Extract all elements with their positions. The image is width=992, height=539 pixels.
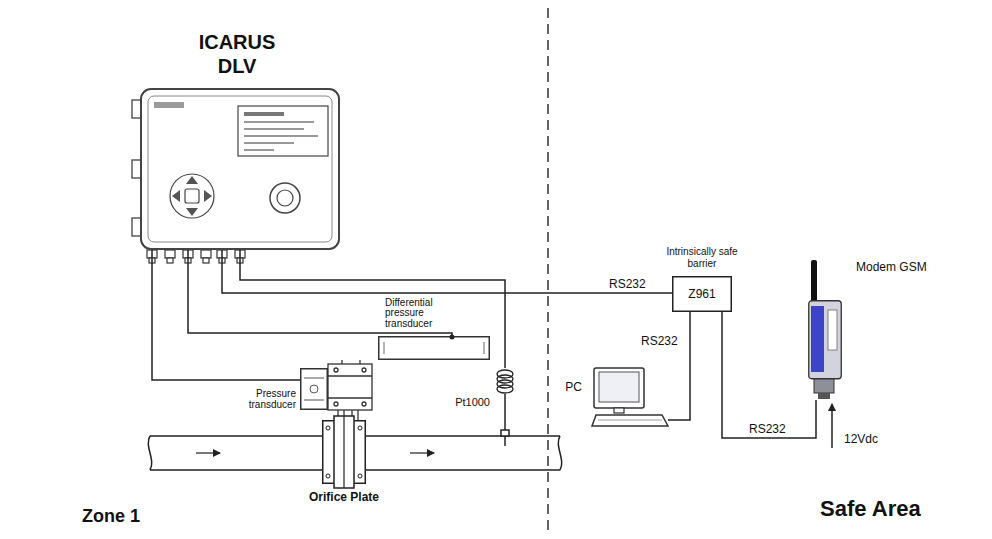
cable (668, 312, 690, 420)
part-label: Modem GSM (856, 260, 927, 274)
gsm-modem-outline (808, 300, 842, 400)
pc-terminal-outline (590, 366, 668, 428)
device-name: ICARUS DLV (187, 30, 287, 78)
signal-label: RS232 (608, 277, 647, 291)
cable (722, 312, 816, 438)
part-label: Intrinsically safe barrier (652, 246, 752, 270)
zone-label: Safe Area (820, 496, 921, 522)
temperature-sensor: Pt1000 (496, 368, 514, 394)
part-label: Differential pressure transducer (385, 298, 447, 330)
supply-voltage: 12Vdc (844, 432, 878, 446)
pressure-transducer: Pressure transducer (300, 368, 328, 410)
manifold (328, 360, 372, 420)
cable (188, 250, 452, 336)
cable (152, 250, 300, 380)
barrier-model: Z961 (688, 287, 715, 301)
gsm-modem: Modem GSM (808, 300, 842, 400)
orifice-plate: Orifice Plate (322, 420, 366, 484)
differential-pressure-transducer-outline (378, 336, 490, 360)
signal-label: RS232 (640, 334, 679, 348)
part-label: PC (565, 380, 582, 394)
temperature-probe (501, 394, 509, 446)
power-arrow (831, 404, 833, 448)
flow-arrow (196, 452, 434, 453)
pressure-transducer-outline (300, 368, 328, 410)
zone-divider (547, 8, 549, 532)
part-label: Orifice Plate (282, 490, 406, 504)
flow-computer-outline (140, 88, 340, 250)
cable (240, 250, 505, 368)
pc-terminal: PC (590, 366, 668, 428)
flow-computer: ICARUS DLV (140, 88, 340, 250)
part-label: Pt1000 (455, 396, 490, 408)
differential-pressure-transducer: Differential pressure transducer (378, 336, 490, 360)
zone-label: Zone 1 (82, 506, 140, 527)
signal-label: RS232 (748, 422, 787, 436)
temperature-sensor-outline (496, 368, 514, 394)
orifice-plate-outline (322, 420, 366, 484)
cable-gland (147, 250, 245, 263)
part-label: Pressure transducer (236, 389, 296, 410)
cable (222, 250, 672, 293)
safety-barrier: Intrinsically safe barrierZ961 (672, 276, 732, 312)
